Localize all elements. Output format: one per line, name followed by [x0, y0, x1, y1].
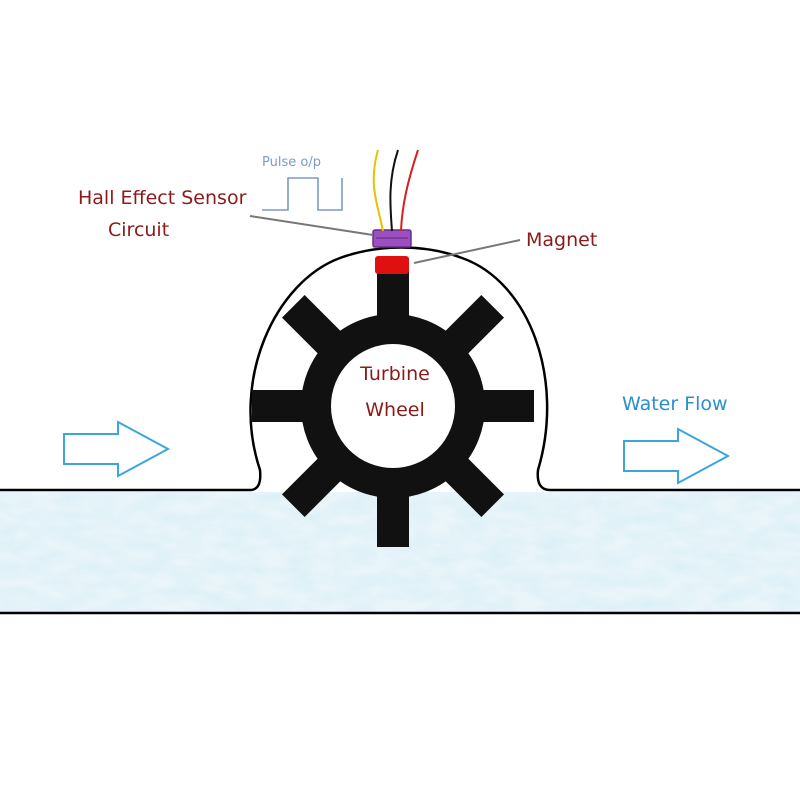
turbine-wheel [252, 265, 534, 547]
inflow-arrow-icon [63, 420, 171, 478]
sensor-leader-line [249, 215, 374, 236]
sensor-label-line1: Hall Effect Sensor [78, 187, 247, 209]
wire-red [400, 149, 419, 232]
turbine-label-line1: Turbine [359, 363, 430, 385]
magnet-leader-line [413, 239, 521, 264]
wire-black [389, 149, 399, 232]
magnet [375, 256, 409, 274]
hall-effect-sensor [372, 229, 412, 248]
pulse-waveform-icon [262, 177, 343, 211]
turbine-hub-ring [301, 314, 485, 498]
turbine-label-line2: Wheel [365, 399, 425, 421]
outflow-arrow-icon [623, 427, 731, 485]
sensor-label-line2: Circuit [108, 219, 169, 241]
water-flow-label: Water Flow [622, 393, 728, 415]
pulse-output-label: Pulse o/p [262, 155, 321, 170]
sensor-wires [372, 149, 419, 232]
wire-yellow [372, 149, 384, 232]
magnet-label: Magnet [526, 229, 597, 251]
